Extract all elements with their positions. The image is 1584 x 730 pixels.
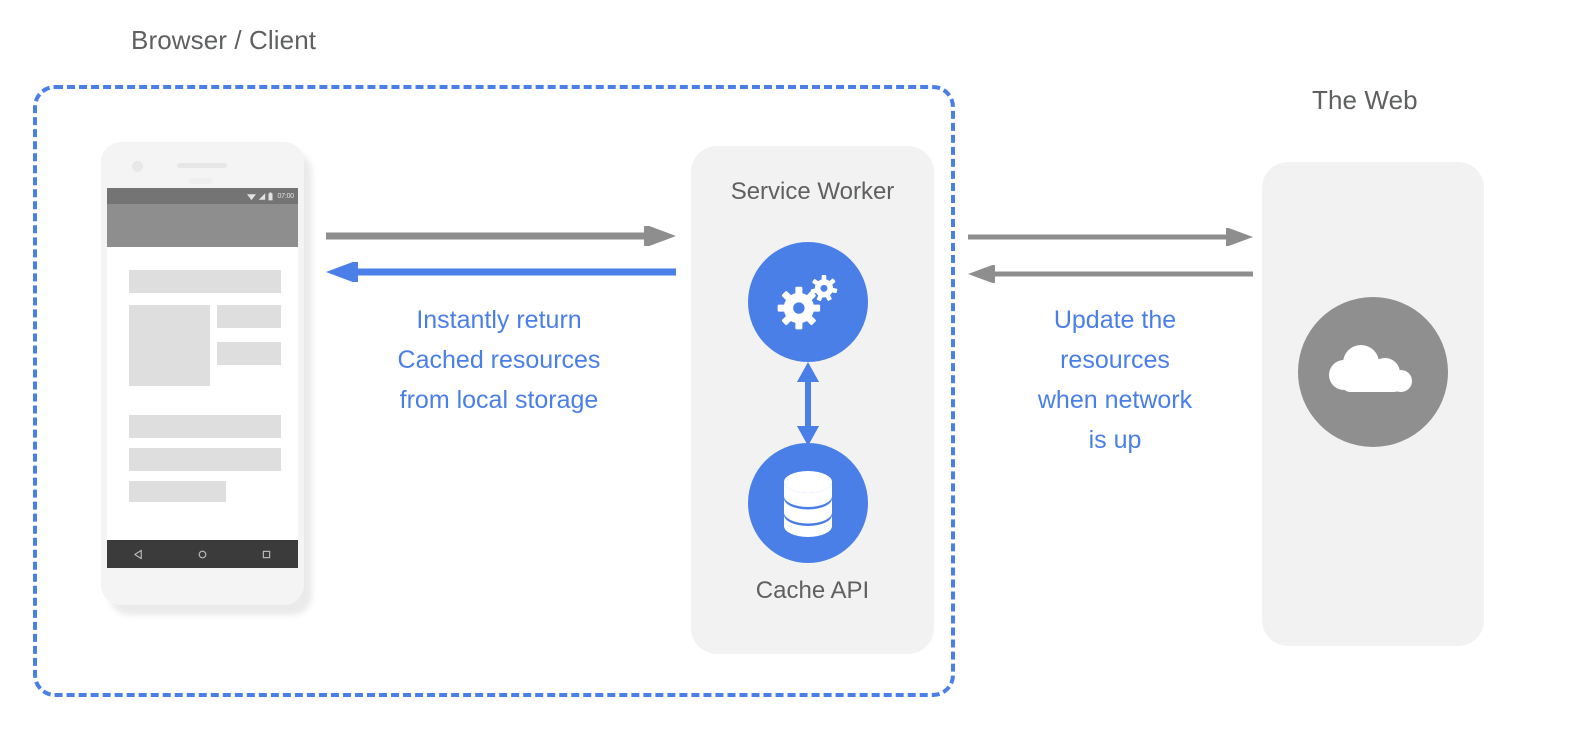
phone-body: 07:00 <box>101 142 304 605</box>
wifi-icon <box>247 193 257 200</box>
annotation-cached-resources: Instantly return Cached resources from l… <box>397 306 601 414</box>
phone-screen: 07:00 <box>107 188 298 568</box>
wireframe-block <box>129 415 281 438</box>
battery-icon <box>268 191 273 200</box>
wireframe-block <box>129 448 281 471</box>
wireframe-block <box>129 270 281 293</box>
browser-client-label: Browser / Client <box>131 25 317 55</box>
back-triangle-icon[interactable] <box>133 549 144 560</box>
web-badge <box>1298 297 1448 447</box>
status-bar: 07:00 <box>107 188 298 204</box>
the-web-panel <box>1262 162 1484 646</box>
phone-sensor-icon <box>189 178 213 184</box>
phone-speaker-icon <box>177 163 227 168</box>
vertical-double-arrow-icon <box>797 362 819 446</box>
phone-mockup: 07:00 <box>101 142 312 615</box>
status-bar-time: 07:00 <box>277 192 294 200</box>
service-worker-badge <box>748 242 868 362</box>
gears-icon <box>777 275 838 330</box>
browser-client-boundary <box>33 85 955 697</box>
recents-square-icon[interactable] <box>261 549 272 560</box>
wireframe-block <box>217 305 281 328</box>
wireframe-block <box>129 305 210 386</box>
service-worker-label: Service Worker <box>730 178 895 205</box>
arrow-web-to-service-worker <box>968 265 1253 283</box>
database-icon <box>784 471 832 537</box>
wireframe-block <box>217 342 281 365</box>
home-circle-icon[interactable] <box>197 549 208 560</box>
arrow-client-to-service-worker <box>326 226 676 246</box>
wireframe-content <box>107 247 298 509</box>
cloud-icon <box>1329 345 1412 392</box>
cache-api-label: Cache API <box>755 577 870 604</box>
service-worker-card: Service Worker <box>691 146 934 654</box>
the-web-label: The Web <box>1312 85 1418 115</box>
annotation-update-resources: Update the resources when network is up <box>1037 306 1193 454</box>
wireframe-block <box>129 481 226 502</box>
arrow-service-worker-to-web <box>968 228 1253 246</box>
app-header-bar <box>107 204 298 247</box>
signal-icon <box>259 192 266 200</box>
arrow-service-worker-to-client <box>326 262 676 282</box>
cache-api-badge <box>748 443 868 563</box>
android-nav-bar <box>107 540 298 568</box>
phone-camera-icon <box>132 161 143 172</box>
